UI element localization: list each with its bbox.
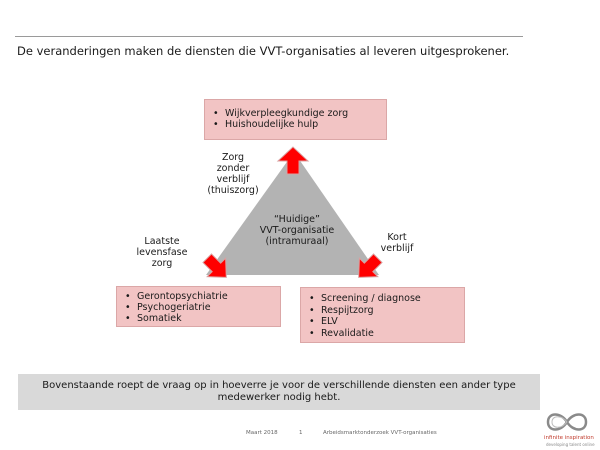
label-line: verblijf: [380, 243, 414, 254]
label-kort-verblijf: Kort verblijf: [377, 232, 417, 254]
header-divider: [15, 36, 523, 37]
infinity-logo-icon: [546, 413, 588, 431]
label-line: verblijf: [216, 174, 250, 185]
list-item: Respijtzorg: [309, 305, 456, 317]
conclusion-bar: Bovenstaande roept de vraag op in hoever…: [18, 374, 540, 410]
triangle-shape: [206, 152, 379, 275]
label-line: Kort: [387, 232, 407, 243]
footer-doc-title: Arbeidsmarktonderzoek VVT-organisaties: [323, 430, 437, 436]
label-zorg-zonder-verblijf: Zorg zonder verblijf (thuiszorg): [198, 152, 268, 196]
box-kort-verblijf-services: Screening / diagnose Respijtzorg ELV Rev…: [300, 287, 465, 343]
list-item: Wijkverpleegkundige zorg: [213, 108, 378, 119]
arrow-down-left-icon: [202, 253, 227, 278]
box-laatste-levensfase-services: Gerontopsychiatrie Psychogeriatrie Somat…: [116, 286, 281, 327]
list-item: Huishoudelijke hulp: [213, 119, 378, 130]
list-item: Revalidatie: [309, 328, 456, 340]
list-item: Psychogeriatrie: [125, 302, 272, 313]
footer-page-number: 1: [299, 430, 303, 436]
list-item: ELV: [309, 316, 456, 328]
arrow-up-icon: [276, 146, 310, 175]
slide-title: De veranderingen maken de diensten die V…: [17, 44, 510, 58]
list-item: Gerontopsychiatrie: [125, 291, 272, 302]
label-line: VVT-organisatie: [259, 225, 335, 236]
label-line: (thuiszorg): [207, 185, 259, 196]
logo-name: infinite inspiration: [544, 435, 594, 441]
label-line: “Huidige”: [274, 214, 320, 225]
list-item: Somatiek: [125, 313, 272, 324]
label-line: Zorg: [221, 152, 245, 163]
arrow-down-right-icon: [358, 253, 383, 278]
logo-tagline: developing talent online: [546, 442, 595, 447]
label-line: Laatste levensfase: [136, 236, 188, 258]
list-item: Screening / diagnose: [309, 293, 456, 305]
footer-date: Maart 2018: [246, 430, 278, 436]
box-thuiszorg-services: Wijkverpleegkundige zorg Huishoudelijke …: [204, 99, 387, 140]
label-laatste-levensfase: Laatste levensfase zorg: [120, 236, 204, 269]
label-huidige-vvt: “Huidige” VVT-organisatie (intramuraal): [252, 214, 342, 247]
label-line: zonder: [216, 163, 250, 174]
label-line: zorg: [151, 258, 173, 269]
label-line: (intramuraal): [265, 236, 329, 247]
